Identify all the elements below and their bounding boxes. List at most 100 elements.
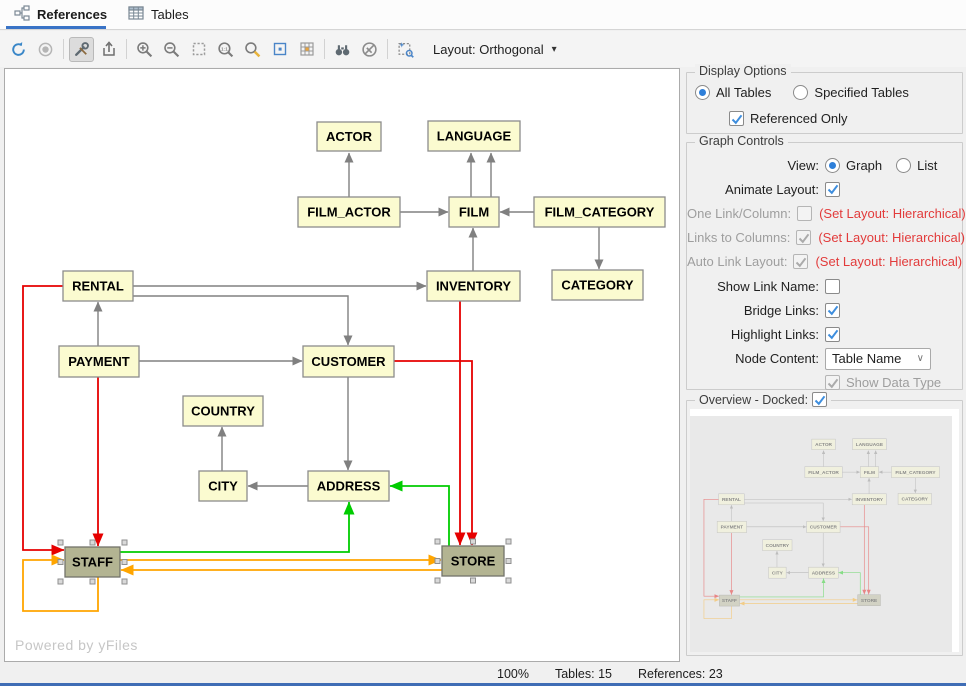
svg-text:CITY: CITY [208, 479, 238, 494]
table-node-city[interactable]: CITY [199, 471, 247, 501]
graph-control-label: View: [687, 158, 819, 173]
graph-control-row: Auto Link Layout:(Set Layout: Hierarchic… [687, 250, 962, 274]
table-node-store[interactable]: STORE [435, 539, 511, 583]
selection-handle[interactable] [122, 560, 127, 565]
node-content-select[interactable]: Table Name∨ [825, 348, 931, 370]
table-node-film[interactable]: FILM [449, 197, 499, 227]
table-node-film: FILM [860, 467, 878, 478]
table-node-film_category[interactable]: FILM_CATEGORY [534, 197, 665, 227]
selection-handle[interactable] [471, 539, 476, 544]
svg-text:STAFF: STAFF [722, 598, 737, 604]
chevron-down-icon: ∨ [917, 353, 924, 364]
export-icon[interactable] [96, 37, 121, 62]
overview-horizontal-scrollbar[interactable] [690, 409, 959, 416]
zoom-out-icon[interactable] [159, 37, 184, 62]
one-link-column-checkbox[interactable] [797, 206, 812, 221]
layout-requirement-note: (Set Layout: Hierarchical) [818, 230, 965, 245]
search-disabled-icon[interactable] [357, 37, 382, 62]
selection-handle[interactable] [506, 539, 511, 544]
selection-handle[interactable] [471, 578, 476, 583]
table-node-rental: RENTAL [719, 494, 745, 505]
svg-text:ACTOR: ACTOR [326, 129, 373, 144]
table-node-inventory[interactable]: INVENTORY [427, 271, 520, 301]
settings-wrench-icon[interactable] [69, 37, 94, 62]
stop-icon[interactable] [33, 37, 58, 62]
svg-text:ADDRESS: ADDRESS [317, 479, 381, 494]
tables-grid-icon [128, 5, 144, 24]
all-tables-radio[interactable] [695, 85, 710, 100]
referenced-only-checkbox[interactable] [729, 111, 744, 126]
grid-snap-icon[interactable] [294, 37, 319, 62]
show-data-type-checkbox[interactable] [825, 375, 840, 390]
svg-text:FILM_CATEGORY: FILM_CATEGORY [895, 470, 936, 476]
status-zoom-level: 100% [497, 667, 529, 681]
layout-requirement-note: (Set Layout: Hierarchical) [815, 254, 962, 269]
links-to-columns-checkbox[interactable] [796, 230, 811, 245]
highlight-links-checkbox[interactable] [825, 327, 840, 342]
selection-handle[interactable] [58, 560, 63, 565]
toolbar-separator [387, 39, 388, 59]
selection-handle[interactable] [435, 578, 440, 583]
show-link-name-checkbox[interactable] [825, 279, 840, 294]
animate-layout-checkbox[interactable] [825, 182, 840, 197]
view-list-radio[interactable] [896, 158, 911, 173]
selection-handle[interactable] [122, 579, 127, 584]
table-node-customer[interactable]: CUSTOMER [303, 346, 394, 377]
view-graph-radio[interactable] [825, 158, 840, 173]
edge-store-to-address [390, 486, 449, 546]
selection-handle[interactable] [506, 559, 511, 564]
table-node-language[interactable]: LANGUAGE [428, 121, 520, 151]
binoculars-icon[interactable] [330, 37, 355, 62]
selection-handle[interactable] [58, 579, 63, 584]
svg-text:FILM: FILM [864, 470, 875, 476]
selection-handle[interactable] [90, 540, 95, 545]
layout-preview-icon[interactable] [393, 37, 418, 62]
table-node-rental[interactable]: RENTAL [63, 271, 133, 301]
auto-link-layout-checkbox[interactable] [793, 254, 808, 269]
graph-controls-group: Graph Controls View:GraphListAnimate Lay… [686, 142, 963, 390]
diagram-canvas[interactable]: ACTOR LANGUAGE FILM_ACTOR FILM FILM_CATEGORY… [4, 68, 680, 662]
zoom-actual-icon[interactable]: 1:1 [213, 37, 238, 62]
overview-title: Overview - Docked: [699, 393, 808, 407]
selection-handle[interactable] [506, 578, 511, 583]
selection-handle[interactable] [122, 540, 127, 545]
graph-control-label: Links to Columns: [687, 230, 790, 245]
graph-control-row: Bridge Links: [687, 298, 962, 322]
marquee-zoom-icon[interactable] [186, 37, 211, 62]
display-options-group: Display Options All Tables Specified Tab… [686, 72, 963, 134]
table-node-staff[interactable]: STAFF [58, 540, 127, 584]
table-node-actor[interactable]: ACTOR [317, 122, 381, 151]
table-node-store: STORE [858, 595, 881, 606]
tab-references[interactable]: References [8, 0, 113, 29]
tab-tables[interactable]: Tables [122, 0, 195, 29]
table-node-address[interactable]: ADDRESS [308, 471, 389, 501]
table-node-category[interactable]: CATEGORY [552, 270, 643, 300]
fit-content-icon[interactable] [267, 37, 292, 62]
zoom-in-icon[interactable] [132, 37, 157, 62]
selection-handle[interactable] [58, 540, 63, 545]
references-diagram-icon [14, 5, 30, 24]
graph-control-row: Node Content:Table Name∨ [687, 347, 962, 371]
graph-control-label: Animate Layout: [687, 182, 819, 197]
table-node-film_actor: FILM_ACTOR [805, 467, 842, 478]
specified-tables-radio[interactable] [793, 85, 808, 100]
overview-vertical-scrollbar[interactable] [952, 416, 959, 652]
selection-handle[interactable] [435, 559, 440, 564]
layout-dropdown[interactable]: Layout: Orthogonal ▾ [427, 39, 563, 60]
refresh-icon[interactable] [6, 37, 31, 62]
graph-control-row: Highlight Links: [687, 322, 962, 346]
table-node-payment[interactable]: PAYMENT [59, 346, 139, 377]
table-node-film_actor[interactable]: FILM_ACTOR [298, 197, 400, 227]
graph-control-label: Highlight Links: [687, 327, 819, 342]
table-node-city: CITY [769, 567, 787, 578]
specified-tables-label: Specified Tables [814, 85, 908, 100]
svg-text:LANGUAGE: LANGUAGE [856, 442, 883, 448]
overview-docked-checkbox[interactable] [812, 392, 827, 407]
zoom-search-icon[interactable] [240, 37, 265, 62]
edge-rental-to-staff [704, 499, 719, 596]
table-node-country[interactable]: COUNTRY [183, 396, 263, 426]
overview-minimap[interactable]: ACTORLANGUAGEFILM_ACTORFILMFILM_CATEGORY… [690, 416, 952, 652]
bridge-links-checkbox[interactable] [825, 303, 840, 318]
selection-handle[interactable] [435, 539, 440, 544]
selection-handle[interactable] [90, 579, 95, 584]
